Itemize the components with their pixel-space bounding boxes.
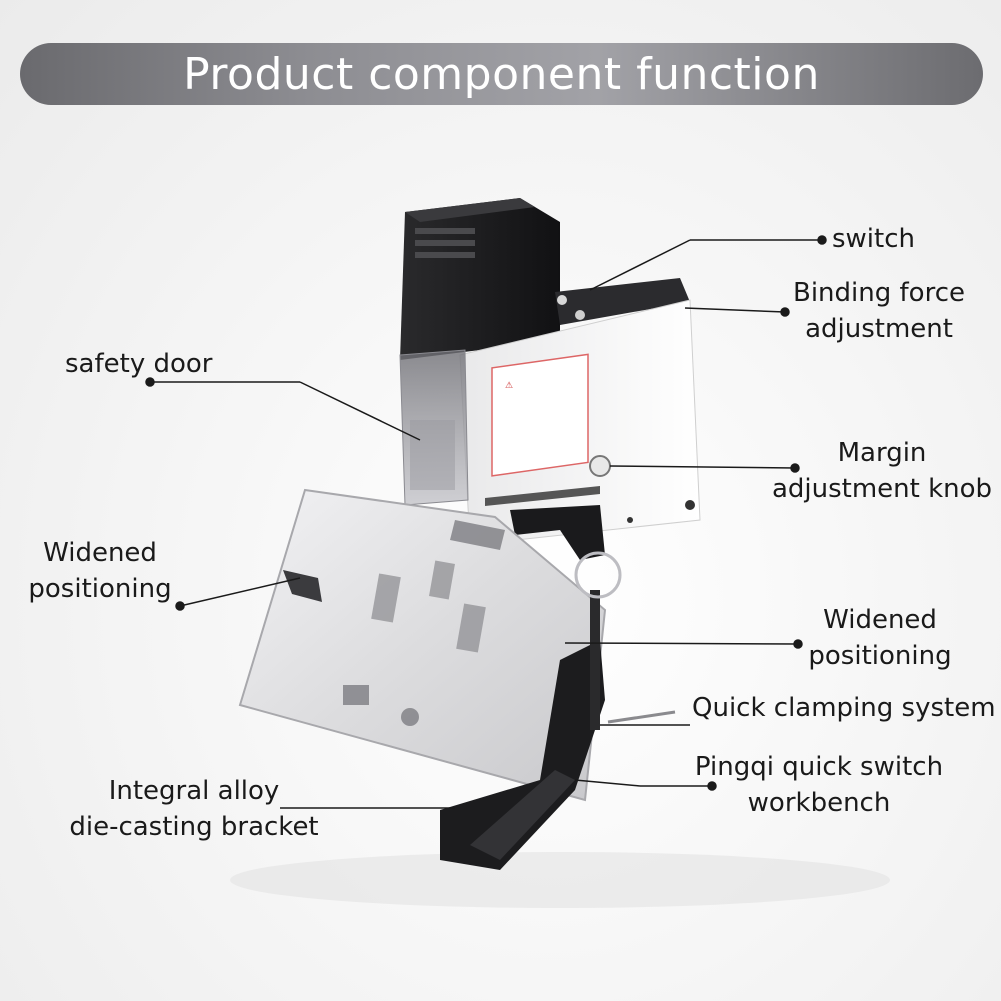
- label-pingqi-workbench: Pingqi quick switch workbench: [688, 749, 950, 821]
- stapler-body: ⚠: [459, 299, 701, 546]
- label-margin-knob-line2: adjustment knob: [771, 474, 993, 504]
- label-widened-left-line2: positioning: [28, 574, 172, 604]
- work-plate: [238, 488, 607, 802]
- label-switch-text: switch: [832, 224, 916, 254]
- label-pingqi-line1: Pingqi quick switch: [694, 752, 944, 782]
- floor-shadow: [230, 852, 890, 908]
- label-alloy-bracket: Integral alloy die-casting bracket: [60, 773, 328, 845]
- label-widened-left: Widened positioning: [20, 535, 180, 607]
- label-widened-right: Widened positioning: [800, 602, 960, 674]
- label-safety-door: safety door: [65, 346, 212, 382]
- motor-housing: [400, 198, 560, 360]
- label-alloy-bracket-line1: Integral alloy: [108, 776, 280, 806]
- label-widened-right-line1: Widened: [823, 605, 937, 635]
- label-margin-knob: Margin adjustment knob: [766, 435, 998, 507]
- alloy-bracket: [440, 640, 605, 870]
- label-margin-knob-line1: Margin: [837, 438, 927, 468]
- label-widened-right-line2: positioning: [808, 641, 952, 671]
- page-title: Product component function: [183, 48, 820, 100]
- leader-lines: [145, 235, 827, 809]
- label-quick-clamping: Quick clamping system: [692, 690, 996, 726]
- label-alloy-bracket-line2: die-casting bracket: [69, 812, 319, 842]
- label-binding-force-line1: Binding force: [793, 278, 965, 308]
- switch-dot: [557, 295, 567, 305]
- label-quick-clamping-text: Quick clamping system: [692, 693, 996, 723]
- head-clamp: [510, 505, 605, 560]
- safety-door: [399, 349, 469, 506]
- clamp-bolt: [574, 551, 676, 730]
- label-pingqi-line2: workbench: [747, 788, 891, 818]
- label-switch: switch: [832, 221, 915, 257]
- label-safety-door-text: safety door: [65, 349, 213, 379]
- force-dot: [575, 310, 585, 320]
- top-deck: [555, 278, 690, 325]
- svg-text:⚠: ⚠: [505, 381, 513, 391]
- title-banner: Product component function: [20, 43, 983, 105]
- label-binding-force: Binding force adjustment: [788, 275, 970, 347]
- label-widened-left-line1: Widened: [43, 538, 157, 568]
- label-binding-force-line2: adjustment: [805, 314, 953, 344]
